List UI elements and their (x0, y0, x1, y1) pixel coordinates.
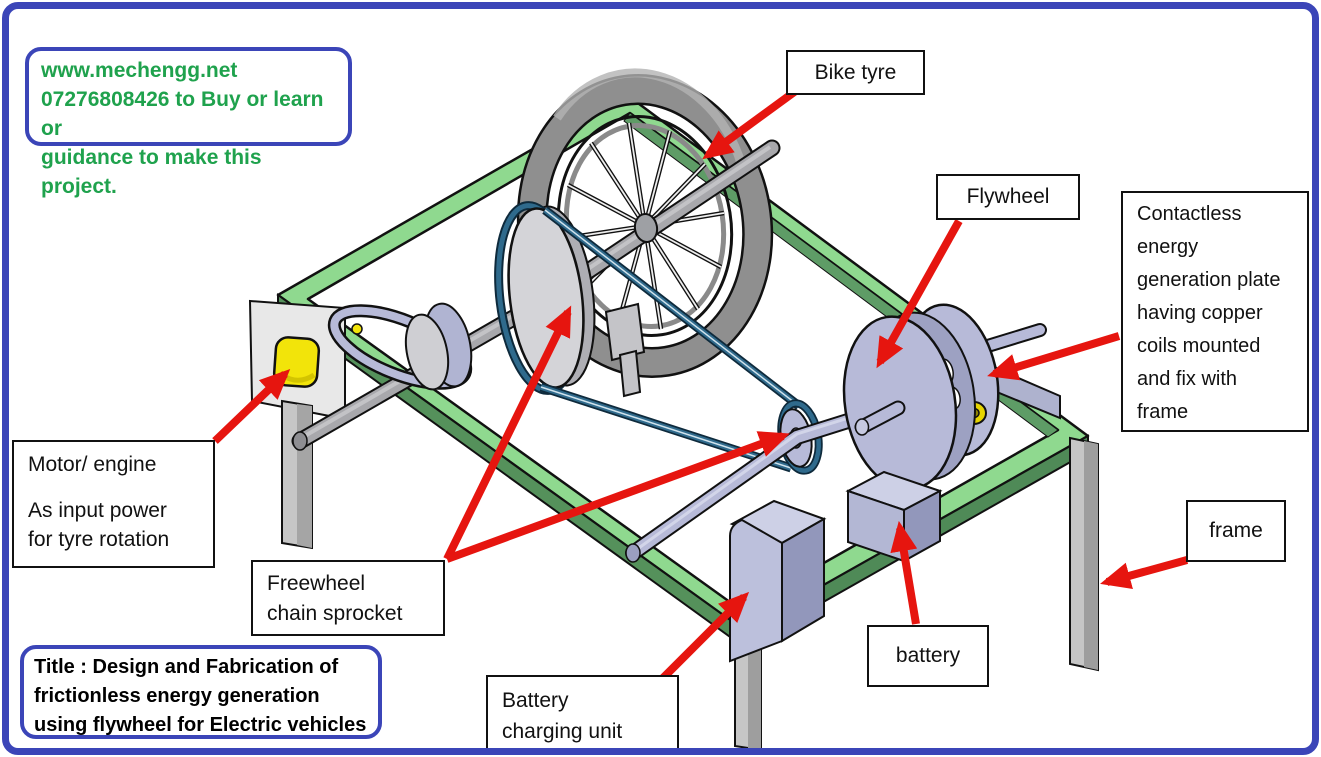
battery-charging-unit-box (729, 499, 827, 663)
label-freewheel: Freewheel chain sprocket (251, 560, 445, 636)
wheel-hub (633, 213, 659, 243)
label-line: chain sprocket (267, 602, 403, 625)
label-line: charging unit (502, 720, 623, 743)
label-battery: battery (867, 625, 989, 687)
arrow-freewheel-1 (443, 305, 572, 561)
label-flywheel-text: Flywheel (966, 185, 1050, 209)
arrow-freewheel-2 (445, 431, 790, 563)
label-motor-engine: Motor/ engine As input power for tyre ro… (12, 440, 215, 568)
flywheel-assembly (842, 303, 1061, 491)
wheel-support-bracket (604, 302, 646, 398)
label-line: for tyre rotation (28, 528, 170, 551)
label-line: frame (1137, 401, 1189, 423)
label-line: having copper (1137, 302, 1263, 324)
table-leg-right (1069, 436, 1099, 672)
label-frame-text: frame (1209, 519, 1263, 543)
label-line: As input power (28, 499, 167, 522)
label-line: and fix with (1137, 368, 1238, 390)
project-title-box: Title : Design and Fabrication of fricti… (20, 645, 382, 739)
wheel-spokes (565, 122, 725, 330)
label-battery-text: battery (895, 644, 961, 668)
label-line: generation plate (1137, 269, 1281, 291)
label-contactless-plate: Contactless energy generation plate havi… (1121, 191, 1309, 432)
watermark-line: guidance to make this project. (41, 146, 262, 198)
arrow-contactless-plate (987, 332, 1121, 381)
arrow-frame (1100, 556, 1189, 589)
label-bike-tyre: Bike tyre (786, 50, 925, 95)
label-line: energy (1137, 236, 1199, 258)
label-line: coils mounted (1137, 335, 1261, 357)
label-flywheel: Flywheel (936, 174, 1080, 220)
title-line: Title : Design and Fabrication of (34, 656, 339, 678)
label-frame: frame (1186, 500, 1286, 562)
title-line: using flywheel for Electric vehicles (34, 714, 367, 736)
freewheel-sprocket-disc (494, 201, 596, 395)
label-line: Battery (502, 689, 569, 712)
arrow-bike-tyre (702, 86, 800, 160)
arrow-battery-charging (658, 591, 750, 683)
arrow-flywheel (876, 219, 963, 369)
arrow-battery (890, 520, 920, 625)
label-line: Motor/ engine (28, 453, 157, 476)
label-battery-charging-unit: Battery charging unit (486, 675, 679, 752)
label-line: Freewheel (267, 572, 366, 595)
table-leg-front (734, 630, 762, 752)
drive-pulley (404, 302, 473, 391)
motor-shaft-end (351, 323, 363, 335)
label-bike-tyre-text: Bike tyre (814, 60, 897, 84)
label-line: Contactless (1137, 203, 1242, 225)
arrow-motor (212, 369, 291, 444)
watermark-line: 07276808426 to Buy or learn or (41, 88, 324, 140)
watermark-contact-box: www.mechengg.net 07276808426 to Buy or l… (25, 47, 352, 198)
watermark-line: www.mechengg.net (41, 59, 238, 82)
title-line: frictionless energy generation (34, 685, 320, 707)
chain (539, 206, 823, 475)
